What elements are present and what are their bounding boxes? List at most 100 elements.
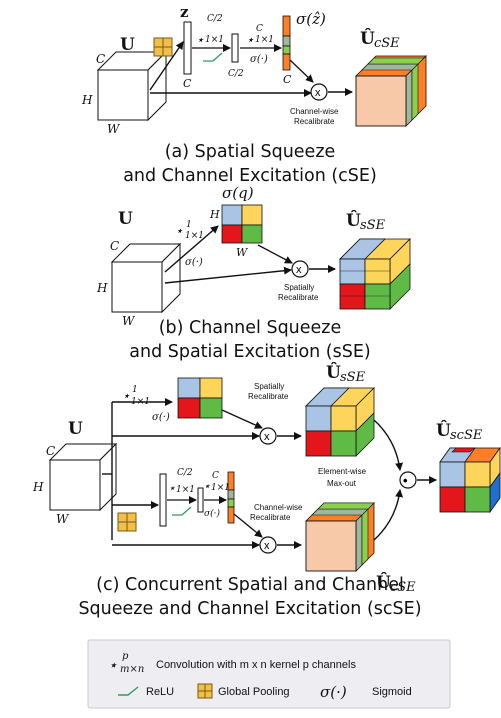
conv1-star-a: ⋆: [196, 33, 204, 48]
excitation-vector-c: [227, 471, 235, 524]
output-cube-cse-c: [305, 502, 375, 572]
legend-pool-icon: [197, 683, 213, 699]
conv-sub-c-top: 1×1: [131, 397, 150, 407]
output-cube-cse-a: [355, 55, 427, 127]
conv1-star-c: ⋆: [168, 481, 176, 495]
label-channel-wise-a1: Channel-wise: [290, 107, 339, 116]
spatial-map-q: [221, 204, 263, 244]
multiply-node-b: [291, 260, 309, 278]
label-spatially-b2: Recalibrate: [278, 293, 319, 302]
legend-conv-sup: p: [122, 651, 129, 662]
conv2-star-a: ⋆: [246, 33, 254, 48]
multiply-node-c-bottom: [259, 536, 277, 554]
label-u-hat-sse-c: Û: [326, 362, 341, 383]
caption-b-line2: and Spatial Excitation (sSE): [129, 342, 371, 362]
label-element-wise-1: Element-wise: [318, 467, 367, 476]
label-u-hat-cse-c: Û: [376, 572, 391, 593]
legend-conv-star: ⋆: [108, 656, 117, 674]
conv1-sub-c: 1×1: [176, 485, 195, 495]
label-u-c: U: [68, 419, 83, 439]
label-sub-scse: scSE: [450, 428, 483, 443]
multiply-node-a: [310, 83, 328, 101]
input-cube-u-a: [96, 50, 168, 122]
label-u-a: U: [120, 35, 135, 55]
label-z: z: [180, 3, 189, 21]
output-cube-sse-c: [305, 387, 375, 457]
c2-vector-bar-c: [197, 487, 204, 513]
c2-vector-bar: [231, 33, 239, 63]
label-u-b: U: [118, 209, 133, 229]
label-element-wise-2: Max-out: [327, 479, 357, 488]
label-w-a: W: [107, 122, 121, 136]
maxout-sign: •: [403, 473, 408, 488]
relu-icon-a: [203, 52, 223, 62]
label-channel-wise-c1: Channel-wise: [254, 503, 303, 512]
legend-conv-sub: m×n: [120, 664, 144, 675]
global-pooling-icon-c: [117, 512, 137, 532]
panel-b-sse: U C H W ⋆ 1 1×1 σ(·) σ(q) H W x Spatiall…: [96, 184, 411, 328]
legend-relu-icon: [118, 686, 139, 696]
label-c-b: C: [110, 239, 119, 253]
label-h-c: H: [32, 480, 44, 494]
conv2-sup-c: C: [212, 471, 219, 481]
legend-sigmoid-text: Sigmoid: [372, 686, 412, 698]
z-vector-bar: [183, 21, 192, 75]
conv1-sup-a: C/2: [207, 14, 223, 24]
multiply-node-c-top: [259, 427, 277, 445]
conv1-sup-c: C/2: [177, 468, 193, 478]
label-w-b: W: [122, 314, 136, 328]
conv1-sub-a: 1×1: [205, 35, 224, 45]
label-sub-cse-c: cSE: [390, 580, 416, 595]
conv-sup-c-top: 1: [132, 385, 138, 395]
label-spatially-b1: Spatially: [284, 283, 314, 292]
panel-a-cse: U C H W z C ⋆ C/2 1×1 C/2 ⋆ C 1×1 σ(·): [81, 3, 427, 136]
label-sigma-q: σ(q): [222, 184, 254, 202]
label-h-b: H: [96, 281, 108, 295]
label-sigma-z: σ(ẑ): [296, 10, 326, 28]
output-cube-sse-b: [339, 238, 411, 310]
panel-c-scse: U C H W ⋆ 1 1×1 σ(·) x Spatially Recalib…: [32, 362, 501, 595]
legend-sigmoid-symbol: σ(·): [320, 683, 347, 701]
conv2-sub-c: 1×1: [211, 483, 230, 493]
label-w-q: W: [236, 246, 249, 259]
output-cube-scse: [439, 446, 501, 514]
conv2-sup-a: C: [256, 24, 263, 34]
label-c2: C/2: [228, 69, 244, 79]
multiply-sign-a: x: [315, 87, 321, 99]
multiply-sign-c-bottom: x: [264, 540, 270, 552]
input-cube-u-b: [110, 242, 182, 314]
label-h-a: H: [81, 93, 93, 107]
caption-b-line1: (b) Channel Squeeze: [159, 318, 342, 338]
caption-a-line1: (a) Spatial Squeeze: [165, 142, 336, 162]
multiply-sign-b: x: [296, 264, 302, 276]
label-u-hat-sse-b: Û: [346, 210, 361, 231]
legend-box: ⋆ p m×n Convolution with m x n kernel p …: [87, 639, 451, 709]
label-sub-sse-b: sSE: [360, 218, 386, 233]
sigma-c-top: σ(·): [152, 412, 170, 423]
z-vector-bar-c: [159, 473, 167, 527]
conv-star-b: ⋆: [175, 224, 183, 239]
legend-relu-text: ReLU: [146, 686, 174, 698]
label-h-q: H: [209, 208, 220, 221]
label-spatially-c1: Spatially: [254, 382, 284, 391]
conv2-star-c: ⋆: [203, 479, 211, 493]
label-sub-sse-c: sSE: [340, 370, 366, 385]
sigma-c-bottom: σ(·): [204, 508, 221, 519]
spatial-map-c: [177, 377, 223, 419]
conv-sup-b: 1: [186, 220, 192, 230]
legend-pool-text: Global Pooling: [218, 686, 290, 698]
multiply-sign-c-top: x: [264, 431, 270, 443]
label-sub-cse-a: cSE: [374, 36, 400, 51]
conv-star-c-top: ⋆: [122, 389, 130, 404]
sigma-a: σ(·): [250, 54, 268, 65]
relu-icon-c: [172, 506, 192, 516]
caption-c-line1: (c) Concurrent Spatial and Channel: [96, 575, 404, 595]
caption-c-line2: Squeeze and Channel Excitation (scSE): [78, 599, 421, 619]
label-channel-wise-a2: Recalibrate: [294, 117, 335, 126]
label-u-hat-scse: Û: [436, 420, 451, 441]
label-c-a: C: [96, 52, 105, 66]
excitation-vector-a: [282, 15, 291, 71]
sigma-b: σ(·): [185, 257, 203, 268]
legend-conv-text: Convolution with m x n kernel p channels: [156, 659, 356, 671]
